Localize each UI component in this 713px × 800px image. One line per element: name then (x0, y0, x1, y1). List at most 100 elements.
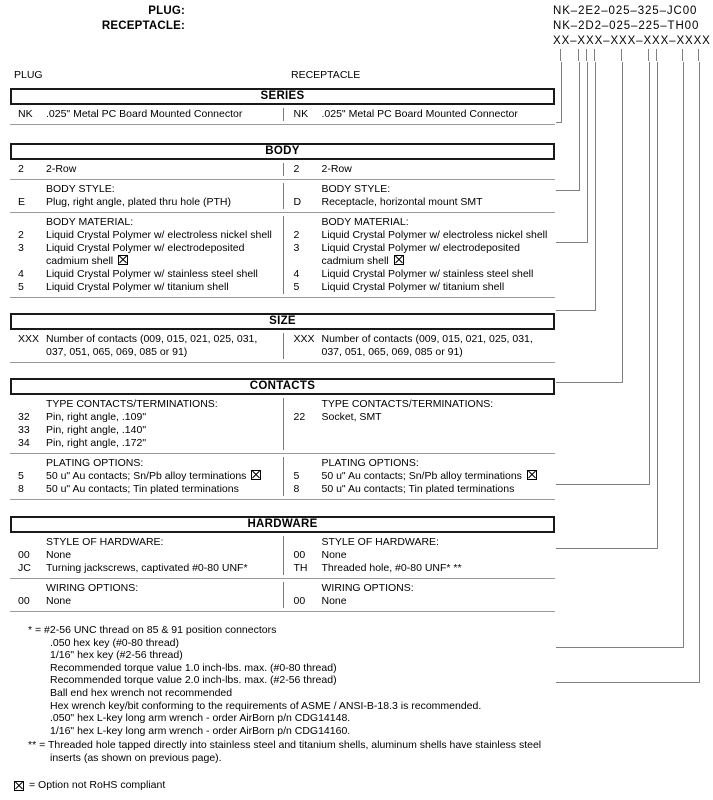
pn-tick-size (621, 49, 622, 61)
rohs-legend: = Option not RoHS compliant (14, 779, 165, 792)
part-number-value-receptacle: NK–2D2–025–225–TH00 (553, 20, 700, 32)
option-column-plug: NK.025" Metal PC Board Mounted Connector (10, 108, 283, 121)
option-description: Turning jackscrews, captivated #0-80 UNF… (46, 562, 248, 574)
option-code: TH (293, 562, 308, 574)
bracket-wiring (556, 62, 700, 683)
section-header-contacts: CONTACTS (10, 378, 555, 395)
option-description-continued: 037, 051, 065, 069, 085 or 91) (321, 346, 463, 358)
footnote-double-star-lead: ** = Threaded hole tapped directly into … (28, 739, 542, 752)
rohs-not-compliant-icon (526, 470, 537, 480)
footnote-double-star: ** = Threaded hole tapped directly into … (28, 739, 668, 764)
option-group-title: BODY STYLE: (321, 183, 391, 195)
option-code: XXX (18, 333, 40, 345)
bracket-body-style (556, 62, 588, 243)
pn-tick-body-material (594, 49, 595, 61)
part-number-value-plug: NK–2E2–025–325–JC00 (553, 5, 698, 17)
option-description: Number of contacts (009, 015, 021, 025, … (322, 333, 556, 359)
option-group-title: TYPE CONTACTS/TERMINATIONS: (46, 398, 218, 410)
option-code: 22 (293, 411, 306, 423)
option-column-receptacle: NK.025" Metal PC Board Mounted Connector (282, 108, 556, 121)
footnote-line: Recommended torque value 1.0 inch-lbs. m… (50, 661, 337, 674)
footnote-line: 1/16" hex L-key long arm wrench - order … (50, 724, 351, 737)
option-block: NK.025" Metal PC Board Mounted Connector… (10, 105, 555, 124)
footnote-line: Ball end hex wrench not recommended (50, 686, 233, 699)
option-description: 50 u" Au contacts; Sn/Pb alloy terminati… (46, 470, 283, 483)
option-group-title: PLATING OPTIONS: (321, 457, 419, 469)
footnote-line: 1/16" hex key (#2-56 thread) (50, 649, 183, 662)
option-row: NK.025" Metal PC Board Mounted Connector (18, 108, 283, 121)
option-row: 3 Liquid Crystal Polymer w/ electrodeposi… (18, 242, 283, 268)
option-group-title: PLATING OPTIONS: (46, 457, 144, 469)
option-code: 2 (293, 163, 300, 175)
option-code: 34 (18, 437, 30, 449)
bracket-plating (556, 62, 658, 549)
option-code: 33 (18, 424, 30, 436)
pn-tick-wiring (698, 49, 699, 61)
option-code: 5 (18, 281, 24, 293)
section-header-size: SIZE (10, 313, 555, 330)
footnote-line: .050" hex L-key long arm wrench - order … (50, 712, 351, 725)
section-bottom-rule (10, 499, 555, 500)
option-group-title: BODY STYLE: (46, 183, 115, 195)
option-code: 5 (293, 470, 300, 482)
option-group-title: STYLE OF HARDWARE: (321, 536, 439, 548)
option-description: Liquid Crystal Polymer w/ titanium shell (46, 281, 229, 293)
option-description: Liquid Crystal Polymer w/ electrodeposit… (46, 242, 283, 268)
bracket-contact-type (556, 62, 650, 485)
option-code: 32 (18, 411, 30, 423)
section-header-series: SERIES (10, 88, 555, 105)
option-description: 50 u" Au contacts; Sn/Pb alloy terminati… (322, 470, 556, 483)
option-group-title: WIRING OPTIONS: (46, 582, 139, 594)
part-number-header: PLUG: NK–2E2–025–325–JC00 RECEPTACLE: NK… (0, 0, 713, 64)
section-bottom-rule (10, 611, 555, 612)
option-code: 3 (18, 242, 24, 254)
pn-tick-plating (656, 49, 657, 61)
option-code: 2 (293, 229, 300, 241)
option-description: 50 u" Au contacts; Tin plated terminatio… (46, 483, 239, 495)
option-code: 2 (18, 229, 24, 241)
part-number-row-receptacle: RECEPTACLE: NK–2D2–025–225–TH00 (0, 19, 713, 33)
option-description: Threaded hole, #0-80 UNF* ** (321, 562, 462, 574)
option-group-title: STYLE OF HARDWARE: (46, 536, 164, 548)
option-description-continued: cadmium shell (322, 255, 556, 268)
option-code: 8 (293, 483, 300, 495)
option-description: 50 u" Au contacts; Tin plated terminatio… (321, 483, 515, 495)
bracket-size (556, 62, 623, 383)
rohs-not-compliant-icon (251, 470, 262, 480)
pn-tick-contact-type (648, 49, 649, 61)
section-bottom-rule (10, 297, 555, 298)
option-code: 00 (18, 595, 30, 607)
option-group-title: WIRING OPTIONS: (321, 582, 414, 594)
option-row: 8 50 u" Au contacts; Tin plated terminati… (294, 483, 556, 496)
option-description: Liquid Crystal Polymer w/ titanium shell (321, 281, 505, 293)
option-group-title: BODY MATERIAL: (46, 216, 134, 228)
bracket-body-material (556, 62, 596, 311)
option-group-title: BODY MATERIAL: (321, 216, 409, 228)
option-description-continued: 037, 051, 065, 069, 085 or 91) (46, 346, 188, 358)
option-description: .025" Metal PC Board Mounted Connector (46, 108, 243, 120)
footnote-single-star: * = #2-56 UNC thread on 85 & 91 position… (28, 624, 668, 737)
option-code: D (293, 196, 302, 208)
option-description: None (321, 595, 347, 607)
